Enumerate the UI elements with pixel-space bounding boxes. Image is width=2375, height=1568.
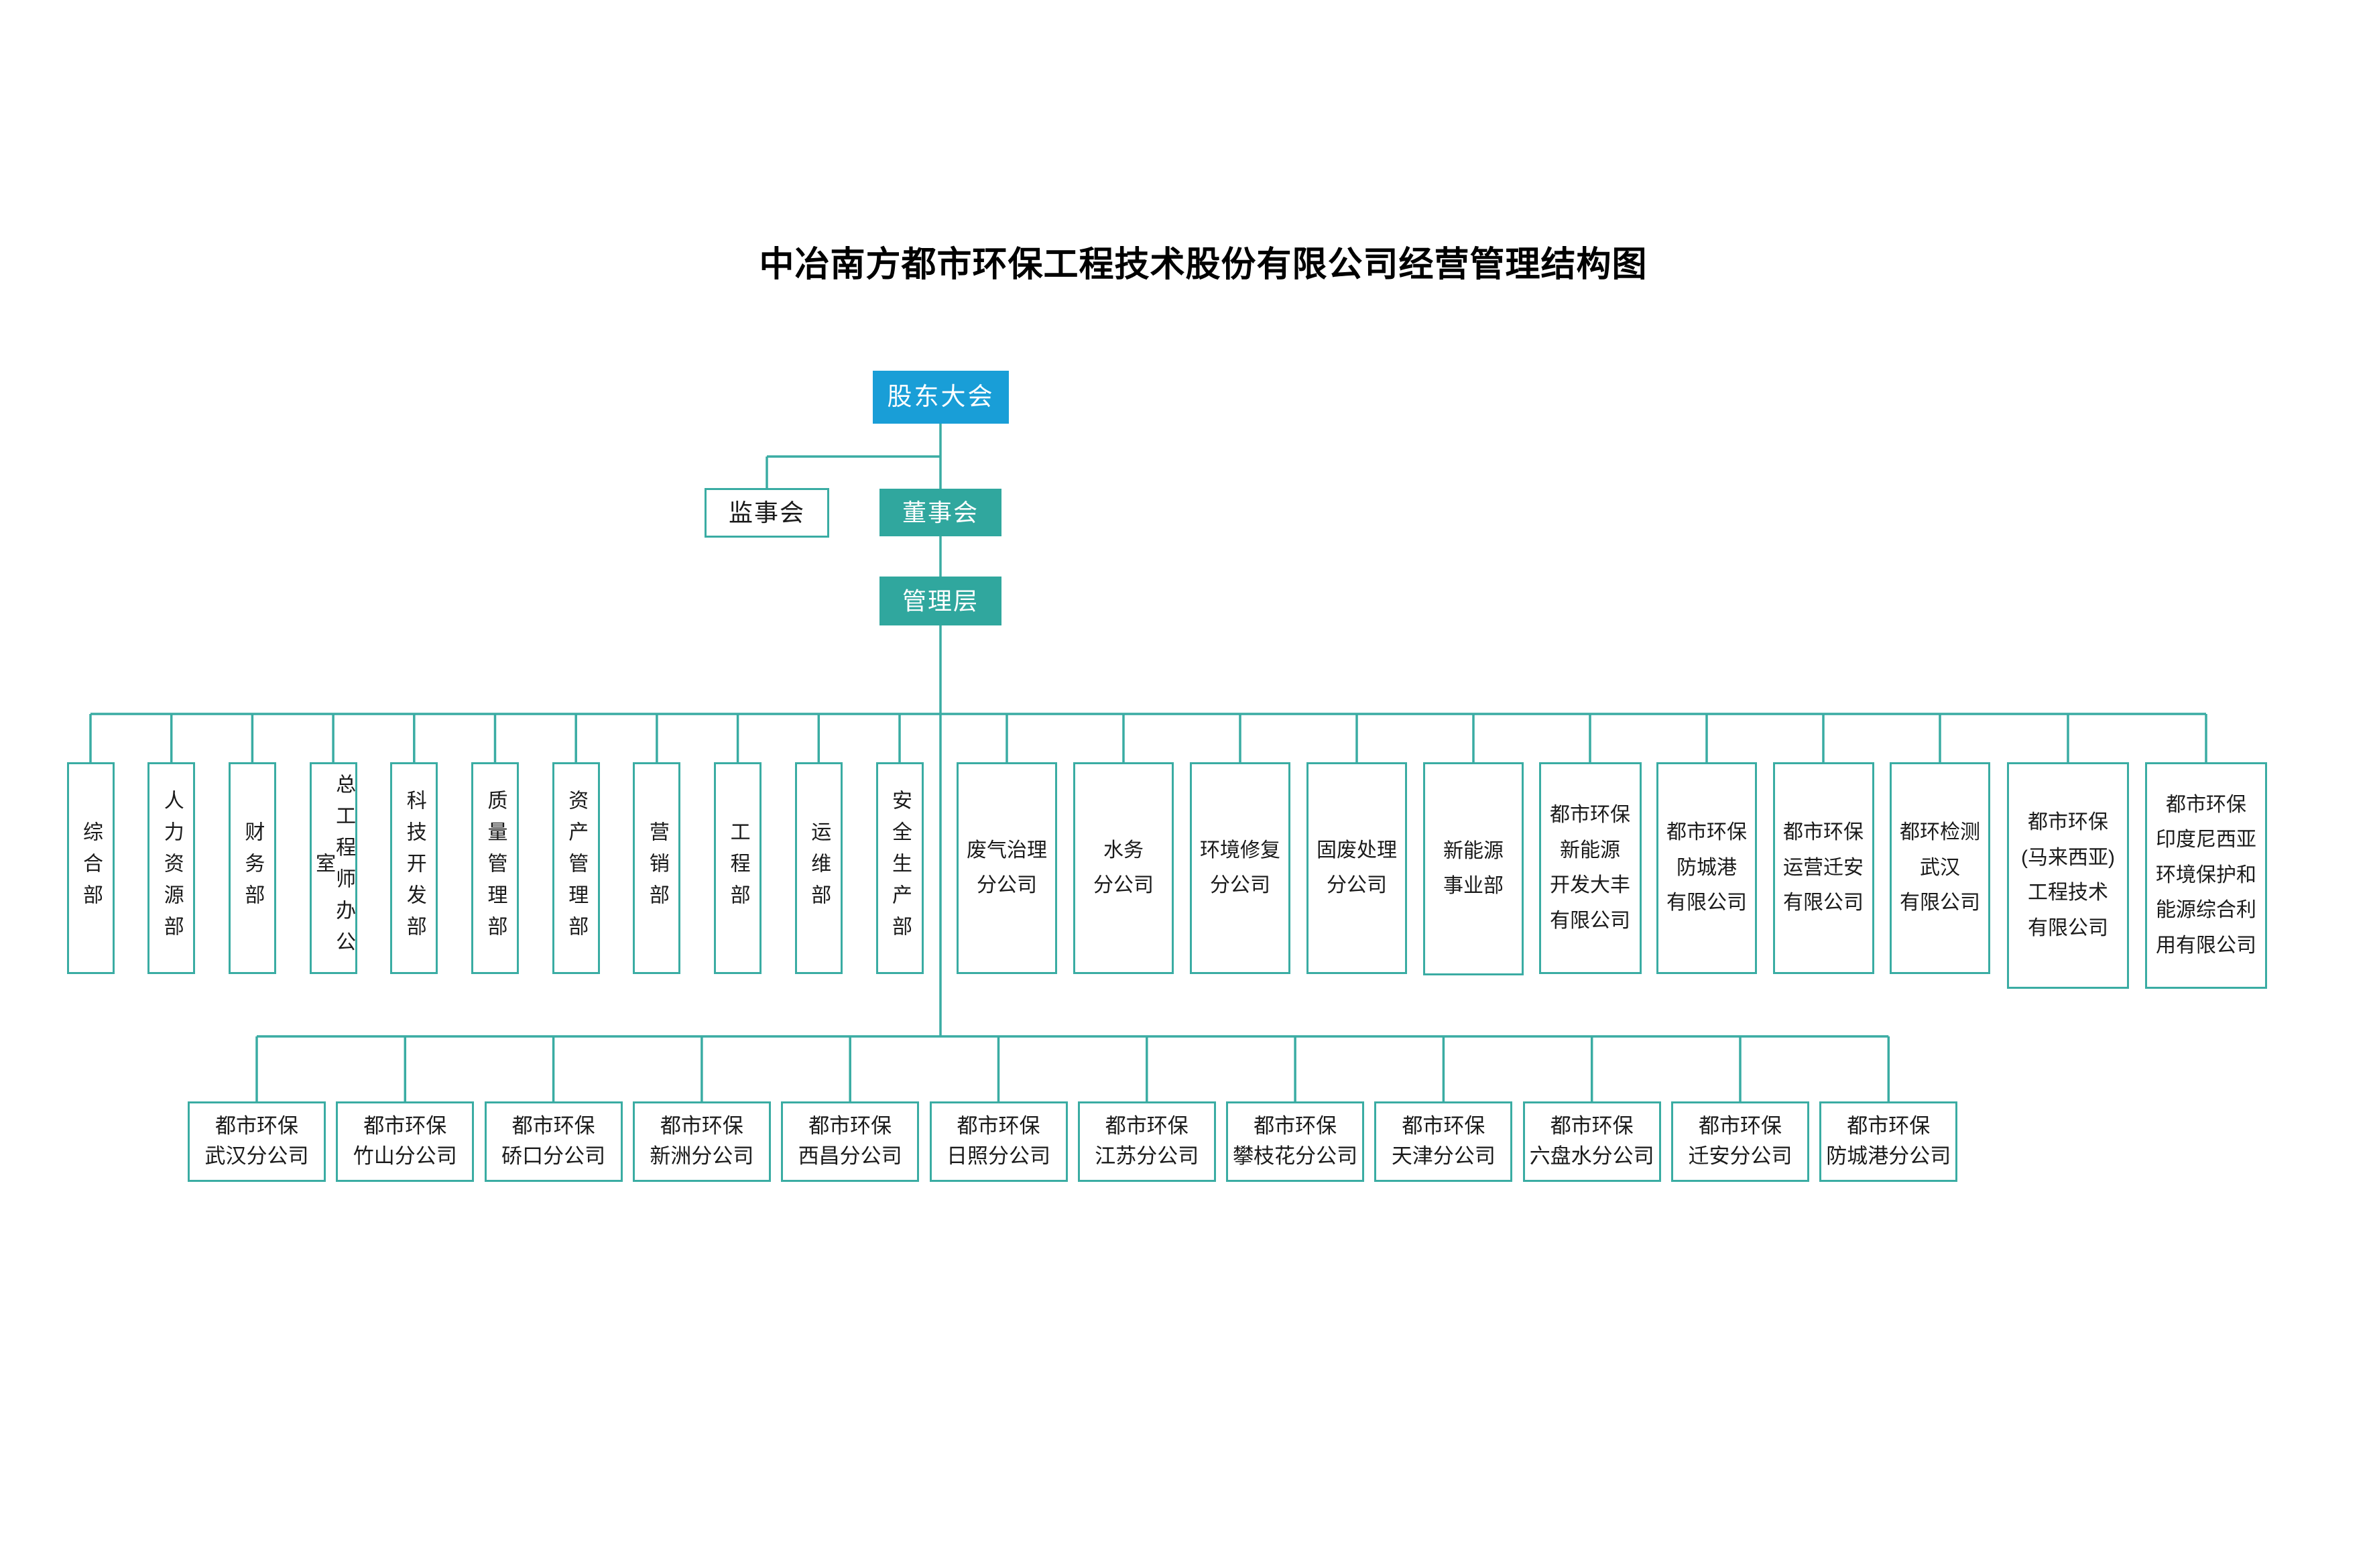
department-node: 营销部 bbox=[633, 762, 681, 974]
branch-node: 都市环保 六盘水分公司 bbox=[1522, 1101, 1661, 1182]
department-node: 资产管理部 bbox=[552, 762, 600, 974]
branch-node: 都市环保 日照分公司 bbox=[929, 1101, 1068, 1182]
branch-node: 都市环保 江苏分公司 bbox=[1077, 1101, 1216, 1182]
subsidiary-node: 水务 分公司 bbox=[1073, 762, 1174, 974]
node-management-layer: 管理层 bbox=[879, 577, 1001, 625]
department-node: 总工程师办公室 bbox=[309, 762, 357, 974]
branch-node: 都市环保 新洲分公司 bbox=[632, 1101, 771, 1182]
department-node: 质量管理部 bbox=[471, 762, 519, 974]
department-node: 财务部 bbox=[228, 762, 276, 974]
branch-node: 都市环保 攀枝花分公司 bbox=[1226, 1101, 1365, 1182]
department-node: 工程部 bbox=[714, 762, 762, 974]
branch-node: 都市环保 武汉分公司 bbox=[188, 1101, 326, 1182]
department-node: 运维部 bbox=[794, 762, 843, 974]
subsidiary-node: 废气治理 分公司 bbox=[957, 762, 1057, 974]
branch-node: 都市环保 天津分公司 bbox=[1374, 1101, 1513, 1182]
subsidiary-node: 固废处理 分公司 bbox=[1306, 762, 1407, 974]
branch-node: 都市环保 防城港分公司 bbox=[1819, 1101, 1958, 1182]
branch-node: 都市环保 竹山分公司 bbox=[336, 1101, 475, 1182]
subsidiary-node: 都市环保 防城港 有限公司 bbox=[1656, 762, 1757, 974]
chart-title: 中冶南方都市环保工程技术股份有限公司经营管理结构图 bbox=[759, 245, 1648, 284]
subsidiary-node: 都市环保 (马来西亚) 工程技术 有限公司 bbox=[2007, 762, 2129, 989]
department-node: 综合部 bbox=[66, 762, 115, 974]
subsidiary-node: 都环检测 武汉 有限公司 bbox=[1890, 762, 1990, 974]
subsidiary-node: 都市环保 新能源 开发大丰 有限公司 bbox=[1538, 762, 1642, 974]
node-supervisory-board: 监事会 bbox=[705, 488, 829, 538]
branch-node: 都市环保 西昌分公司 bbox=[781, 1101, 920, 1182]
subsidiary-node: 新能源 事业部 bbox=[1423, 762, 1524, 975]
subsidiary-node: 都市环保 运营迁安 有限公司 bbox=[1772, 762, 1874, 974]
subsidiary-node: 都市环保 印度尼西亚 环境保护和 能源综合利 用有限公司 bbox=[2145, 762, 2267, 989]
department-node: 安全生产部 bbox=[875, 762, 924, 974]
department-node: 科技开发部 bbox=[390, 762, 438, 974]
subsidiary-node: 环境修复 分公司 bbox=[1190, 762, 1290, 974]
node-board-of-directors: 董事会 bbox=[879, 489, 1001, 536]
branch-node: 都市环保 迁安分公司 bbox=[1671, 1101, 1809, 1182]
branch-node: 都市环保 硚口分公司 bbox=[484, 1101, 623, 1182]
node-shareholders-meeting: 股东大会 bbox=[873, 371, 1009, 424]
department-node: 人力资源部 bbox=[147, 762, 196, 974]
